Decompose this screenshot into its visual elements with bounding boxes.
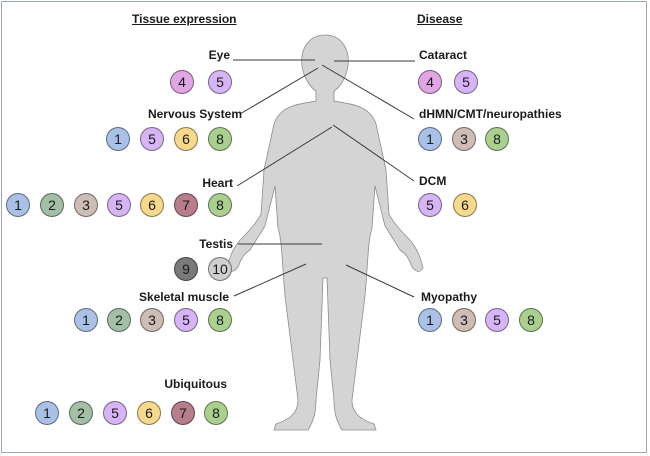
number-badge: 8 — [208, 308, 232, 332]
tissue-label-eye: Eye — [208, 48, 230, 62]
tissue-label-ubiquitous: Ubiquitous — [164, 377, 227, 391]
number-badge: 10 — [208, 257, 232, 281]
connector-line — [345, 264, 415, 298]
number-badge: 5 — [418, 193, 442, 217]
connector-lines — [233, 59, 415, 298]
number-badge: 6 — [174, 127, 198, 151]
number-badge: 7 — [174, 193, 198, 217]
disease-label-dcm: DCM — [419, 174, 447, 188]
tissue-label-skeletal-muscle: Skeletal muscle — [138, 290, 229, 304]
number-badge: 8 — [208, 127, 232, 151]
number-badge: 5 — [454, 70, 478, 94]
number-badge: 1 — [418, 127, 442, 151]
number-badge: 2 — [107, 308, 131, 332]
tissue-label-nervous-system: Nervous System — [147, 107, 242, 121]
tissue-label-testis: Testis — [199, 237, 233, 251]
number-badge: 5 — [140, 127, 164, 151]
number-badge: 1 — [106, 127, 130, 151]
number-badge: 6 — [140, 193, 164, 217]
number-badge: 2 — [69, 401, 93, 425]
connector-line — [321, 64, 415, 120]
number-badge: 3 — [140, 308, 164, 332]
disease-label-dhmn-cmt-neuropathies: dHMN/CMT/neuropathies — [419, 107, 562, 121]
number-badge: 6 — [137, 401, 161, 425]
number-badge: 6 — [453, 193, 477, 217]
human-body-silhouette — [226, 34, 424, 431]
connector-line — [236, 126, 333, 187]
number-badge: 3 — [74, 193, 98, 217]
number-badge: 3 — [452, 308, 476, 332]
number-badge: 8 — [208, 193, 232, 217]
number-badge: 1 — [418, 308, 442, 332]
number-badge: 5 — [208, 70, 232, 94]
number-badge: 3 — [452, 127, 476, 151]
connector-line — [239, 67, 319, 115]
number-badge: 5 — [485, 308, 509, 332]
disease-label-cataract: Cataract — [419, 48, 468, 62]
number-badge: 4 — [170, 70, 194, 94]
number-badge: 9 — [174, 257, 198, 281]
number-badge: 5 — [103, 401, 127, 425]
number-badge: 1 — [6, 193, 30, 217]
number-badge: 5 — [174, 308, 198, 332]
disease-label-myopathy: Myopathy — [421, 290, 478, 304]
disease-heading: Disease — [417, 12, 463, 26]
connector-line — [233, 263, 307, 297]
tissue-label-heart: Heart — [202, 176, 233, 190]
number-badge: 8 — [519, 308, 543, 332]
number-badge: 7 — [171, 401, 195, 425]
connector-line — [332, 124, 415, 182]
number-badge: 8 — [204, 401, 228, 425]
tissue-expression-heading: Tissue expression — [132, 12, 237, 26]
number-badge: 2 — [40, 193, 64, 217]
number-badge: 5 — [107, 193, 131, 217]
number-badge: 4 — [418, 70, 442, 94]
number-badge: 1 — [74, 308, 98, 332]
number-badge: 8 — [485, 127, 509, 151]
number-badge: 1 — [35, 401, 59, 425]
